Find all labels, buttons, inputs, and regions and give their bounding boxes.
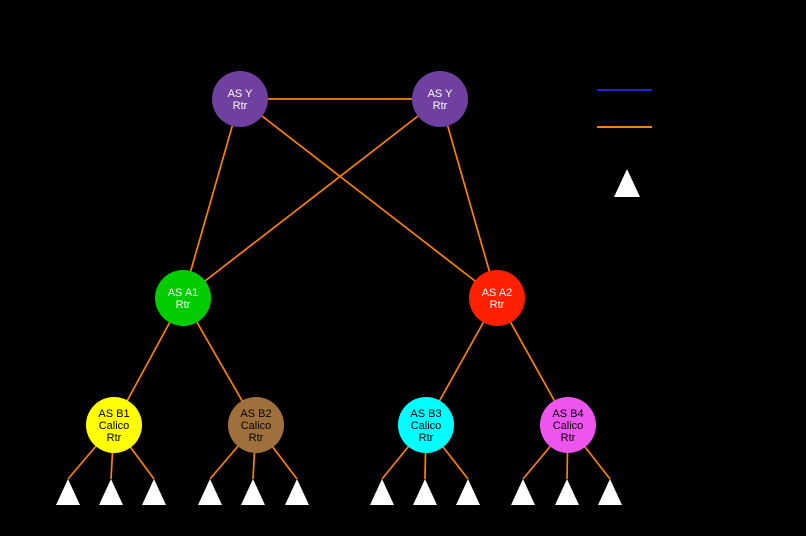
host-triangle-9 (456, 479, 480, 505)
host-triangle-7 (370, 479, 394, 505)
link-y2-a2 (439, 98, 498, 299)
host-triangle-11 (555, 479, 579, 505)
as-a2-rtr-circle (469, 270, 525, 326)
host-triangle-4 (198, 479, 222, 505)
host-triangle-2 (99, 479, 123, 505)
as-b2-calico-rtr-circle (228, 397, 284, 453)
host-triangle-5 (241, 479, 265, 505)
link-y1-a2 (239, 98, 498, 299)
as-y-rtr-right-circle (412, 71, 468, 127)
host-triangle-8 (413, 479, 437, 505)
as-b3-calico-rtr-circle (398, 397, 454, 453)
host-triangle-12 (598, 479, 622, 505)
as-y-rtr-left-circle (212, 71, 268, 127)
link-y2-a1 (182, 98, 441, 299)
as-a1-rtr-circle (155, 270, 211, 326)
host-triangle-1 (56, 479, 80, 505)
as-b4-calico-rtr-circle (540, 397, 596, 453)
host-triangle-10 (511, 479, 535, 505)
legend-host-triangle-sample (614, 169, 640, 197)
as-b1-calico-rtr-circle (86, 397, 142, 453)
host-triangle-3 (142, 479, 166, 505)
link-y1-a1 (182, 98, 241, 299)
host-triangle-6 (285, 479, 309, 505)
